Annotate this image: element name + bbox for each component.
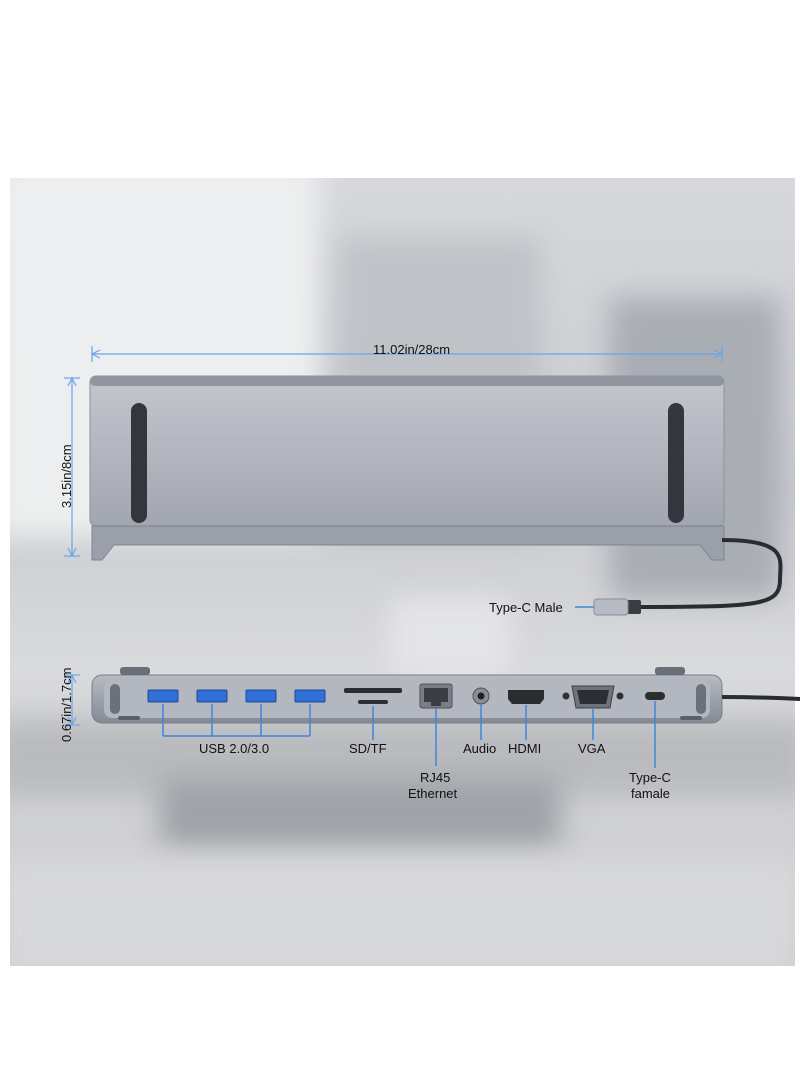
- usb-ports: [147, 689, 326, 703]
- hdmi-port: [508, 690, 544, 704]
- thickness-dimension-label: 0.67in/1.7cm: [59, 667, 74, 742]
- stand-top-view: [89, 375, 725, 561]
- type-c-female-port: [645, 692, 665, 700]
- usb-label: USB 2.0/3.0: [199, 741, 270, 756]
- type-c-male-label: Type-C Male: [489, 600, 563, 615]
- type-c-male-cable: [575, 538, 783, 616]
- thickness-dimension-line: [64, 673, 80, 727]
- rj45-label: RJ45: [420, 770, 451, 785]
- sd-tf-slots: [344, 688, 402, 704]
- vga-port: [562, 685, 624, 709]
- audio-label: Audio: [463, 741, 497, 756]
- vga-label: VGA: [578, 741, 606, 756]
- ethernet-label: Ethernet: [408, 786, 458, 801]
- width-dimension-line: [90, 346, 724, 362]
- type-c-female-label: Type-C: [629, 770, 671, 785]
- sd-tf-label: SD/TF: [349, 741, 387, 756]
- height-dimension-line: [64, 376, 80, 558]
- callout-lines: [162, 701, 656, 768]
- famale-label: famale: [631, 786, 671, 801]
- audio-jack: [472, 687, 490, 705]
- background-photo: [10, 178, 795, 966]
- rj45-port: [419, 683, 453, 709]
- width-dimension-label: 11.02in/28cm: [373, 342, 451, 357]
- hdmi-label: HDMI: [508, 741, 542, 756]
- height-dimension-label: 3.15in/8cm: [59, 444, 74, 508]
